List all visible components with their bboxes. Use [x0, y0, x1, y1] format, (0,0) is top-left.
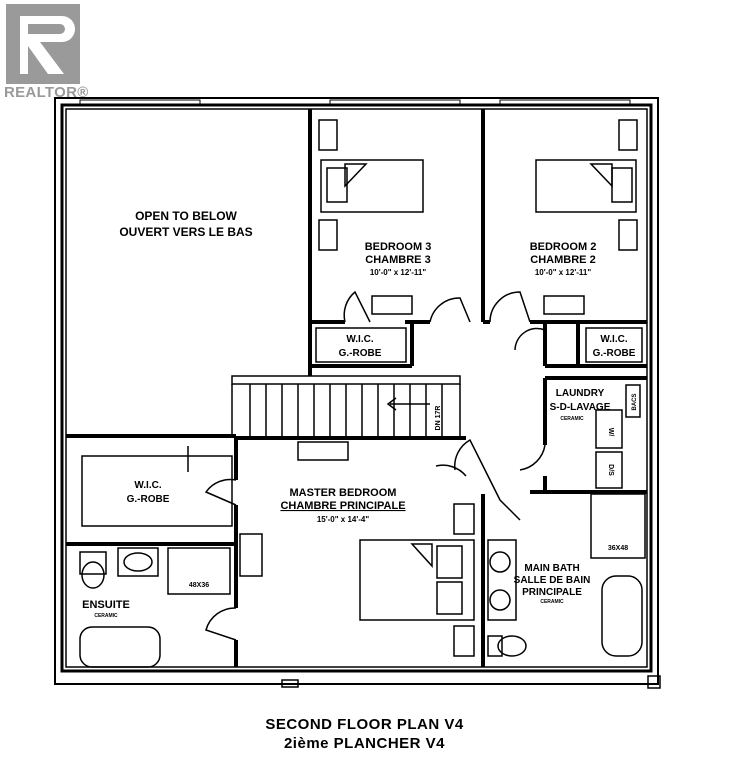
nightstand — [618, 119, 638, 151]
dresser — [371, 295, 413, 315]
bed-bedroom2 — [535, 159, 637, 213]
laundry-label: LAUNDRY — [556, 388, 605, 399]
open-below-label: OPEN TO BELOW — [135, 209, 237, 223]
plan-title-fr: 2ième PLANCHER V4 — [283, 735, 446, 752]
laundry-label-fr: S-D-LAVAGE — [550, 402, 611, 413]
wic-bed2-label: W.I.C. — [600, 334, 627, 345]
nightstand — [453, 503, 475, 535]
bedroom3-dims: 10'-0" x 12'-11" — [370, 268, 427, 277]
dresser — [239, 533, 263, 577]
laundry-tub — [625, 384, 641, 418]
wic-master-label-fr: G.-ROBE — [127, 494, 170, 505]
nightstand — [618, 219, 638, 251]
toilet-tank — [487, 635, 503, 657]
bed-bedroom3 — [320, 159, 424, 213]
vanity — [117, 547, 159, 577]
vanity-double — [487, 539, 517, 621]
wic-bed3-label: W.I.C. — [346, 334, 373, 345]
closet-shelf — [315, 327, 407, 363]
bedroom2-label-fr: CHAMBRE 2 — [530, 254, 595, 266]
window — [329, 99, 461, 106]
interior-walls — [66, 109, 647, 667]
bathtub-main — [601, 575, 643, 657]
main-bath-label-fr2: PRINCIPALE — [522, 587, 582, 598]
washer — [595, 409, 623, 449]
nightstand — [318, 219, 338, 251]
wic-bed3-label-fr: G.-ROBE — [339, 348, 382, 359]
shower-ensuite — [167, 547, 231, 595]
window — [281, 679, 299, 688]
dryer — [595, 451, 623, 489]
bedroom3-label: BEDROOM 3 — [365, 241, 432, 253]
master-dims: 15'-0" x 14'-4" — [317, 515, 370, 524]
corner-post — [647, 675, 661, 689]
ensuite-label: ENSUITE — [82, 599, 130, 611]
main-bath-label-fr: SALLE DE BAIN — [514, 575, 591, 586]
toilet-tank — [79, 551, 107, 575]
window — [79, 99, 201, 106]
bathtub-ensuite — [79, 626, 161, 668]
exterior-wall-liner — [65, 108, 648, 668]
realtor-logo: REALTOR® — [4, 4, 88, 101]
bedroom3-label-fr: CHAMBRE 3 — [365, 254, 430, 266]
plan-title: SECOND FLOOR PLAN V4 — [265, 716, 464, 733]
master-label: MASTER BEDROOM — [290, 487, 397, 499]
open-below-label-fr: OUVERT VERS LE BAS — [119, 225, 252, 239]
dryer-label: D/S — [607, 464, 614, 476]
stairs-label: DN 17R — [435, 406, 442, 431]
master-label-fr: CHAMBRE PRINCIPALE — [280, 500, 405, 512]
exterior-wall-outer — [54, 97, 659, 685]
washer-label: W/ — [607, 428, 614, 437]
closet-shelf — [585, 327, 643, 363]
ensuite-finish: CERAMIC — [94, 613, 118, 619]
window — [499, 99, 631, 106]
bed-master — [359, 539, 475, 621]
main-shower-size: 36X48 — [608, 545, 628, 552]
dresser — [543, 295, 585, 315]
toilet-bowl — [81, 561, 105, 589]
realtor-logo-mark — [6, 4, 80, 84]
tv-unit — [297, 441, 349, 461]
laundry-tub-label: BACS — [632, 393, 638, 410]
wic-bed2-label-fr: G.-ROBE — [593, 348, 636, 359]
main-bath-finish: CERAMIC — [540, 599, 564, 605]
shower-main — [590, 493, 646, 559]
realtor-logo-text: REALTOR® — [4, 84, 89, 101]
toilet-bowl — [497, 635, 527, 657]
ensuite-shower-size: 48X36 — [189, 582, 209, 589]
closet-shelf — [81, 455, 233, 527]
nightstand — [453, 625, 475, 657]
nightstand — [318, 119, 338, 151]
main-bath-label: MAIN BATH — [524, 563, 579, 574]
bedroom2-dims: 10'-0" x 12'-11" — [535, 268, 592, 277]
bedroom2-label: BEDROOM 2 — [530, 241, 597, 253]
wic-master-label: W.I.C. — [134, 480, 161, 491]
laundry-finish: CERAMIC — [560, 416, 584, 422]
